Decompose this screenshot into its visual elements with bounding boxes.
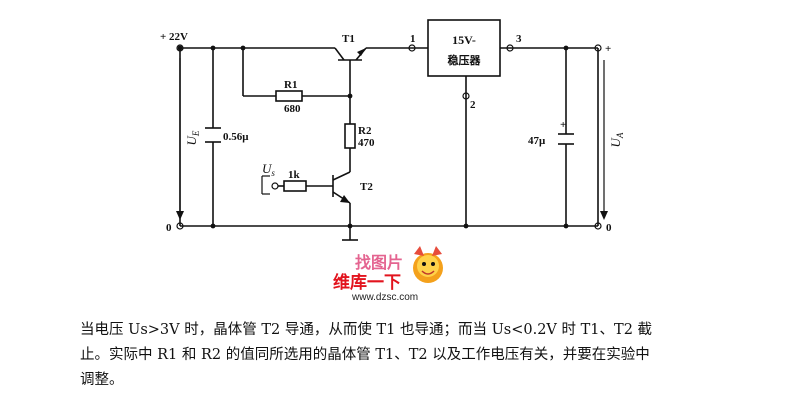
description-line-3: 调整。 (80, 372, 124, 388)
us-label: Us (262, 161, 275, 178)
resistor-rin (283, 180, 307, 192)
r1-value: 680 (284, 103, 301, 115)
watermark-line2: 维库一下 (333, 272, 401, 292)
gnd-right-label: 0 (606, 222, 612, 234)
regulator-label-line1: 15V- (452, 33, 476, 47)
c1-value: 0.56μ (223, 131, 249, 143)
terminals (176, 44, 602, 230)
pin1-label: 1 (410, 33, 416, 45)
wires (179, 47, 599, 240)
description-paragraph: 当电压 Us>3V 时，晶体管 T2 导通，从而使 T1 也导通；而当 Us<0… (80, 318, 760, 393)
transistor-t1 (334, 47, 367, 72)
output-plus: + (605, 43, 611, 55)
r2-value: 470 (358, 137, 375, 149)
ua-label: UA (608, 132, 625, 147)
r1-name: R1 (284, 79, 297, 91)
supply-label: + 22V (160, 31, 188, 43)
voltage-arrow-ue (176, 58, 184, 220)
t1-label: T1 (342, 33, 355, 45)
pin2-label: 2 (470, 99, 476, 111)
regulator-label-line2: 稳压器 (448, 53, 482, 67)
t2-label: T2 (360, 181, 373, 193)
pin3-label: 3 (516, 33, 522, 45)
ue-label: UE (184, 130, 201, 145)
c2-plus: + (560, 119, 566, 131)
gnd-left-label: 0 (166, 222, 172, 234)
voltage-arrow-ua (600, 60, 608, 220)
description-line-1: 当电压 Us>3V 时，晶体管 T2 导通，从而使 T1 也导通；而当 Us<0… (80, 322, 653, 338)
resistor-r1 (275, 90, 303, 102)
r2-name: R2 (358, 125, 372, 137)
c2-value: 47μ (528, 135, 546, 147)
description-line-2: 止。实际中 R1 和 R2 的值同所选用的晶体管 T1、T2 以及工作电压有关，… (80, 347, 650, 363)
watermark-logo: 找图片 维库一下 www.dzsc.com (333, 246, 443, 300)
watermark-url: www.dzsc.com (351, 292, 418, 300)
capacitor-c2 (558, 133, 574, 145)
circuit-schematic: 15V- 稳压器 + 22V T1 T2 R1 680 R2 470 1k 0.… (160, 19, 625, 300)
input-terminal-us (261, 175, 284, 195)
transistor-t2 (332, 171, 351, 204)
resistor-r2 (344, 123, 356, 149)
watermark-line1: 找图片 (355, 253, 403, 272)
regulator-box: 15V- 稳压器 (427, 19, 501, 77)
junction-dots (177, 45, 569, 229)
capacitor-c1 (205, 127, 221, 143)
rin-value: 1k (288, 169, 301, 181)
